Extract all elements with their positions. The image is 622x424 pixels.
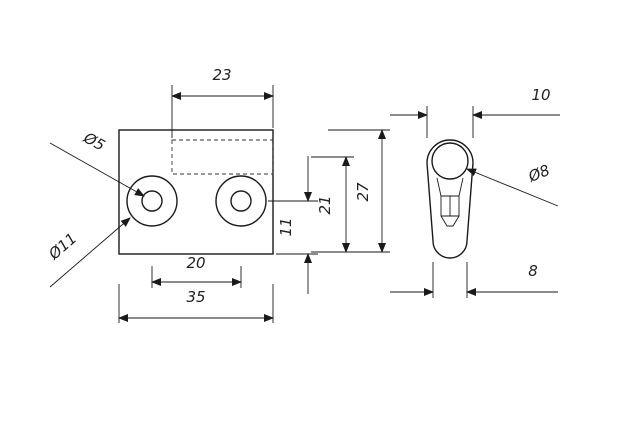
dim-label-side-hole-diameter: Ø8 (525, 161, 552, 186)
dim-label-side-bottom-width: 8 (528, 262, 538, 280)
left-boss (126, 175, 178, 227)
dim-label-overall-width: 35 (186, 288, 205, 306)
dim-height-overall: 27 (328, 129, 390, 253)
front-body-outline (118, 129, 274, 255)
dim-label-height-small: 11 (277, 217, 295, 236)
dim-overall-width: 35 (118, 284, 274, 323)
dim-side-hole-diameter: Ø8 (466, 161, 559, 207)
dim-height-small: 11 (268, 156, 318, 294)
side-view (426, 139, 474, 259)
dim-side-bottom-width: 8 (390, 262, 558, 298)
front-view (118, 129, 274, 255)
dim-label-hole-diameter: Ø5 (80, 128, 108, 155)
dim-side-top-width: 10 (390, 86, 560, 138)
dim-top-width: 23 (171, 66, 274, 138)
dim-label-top-width: 23 (212, 66, 231, 84)
side-inner-feature (436, 177, 464, 227)
right-hole (230, 190, 252, 212)
right-boss (215, 175, 267, 227)
left-hole (141, 190, 163, 212)
dim-label-height-overall: 27 (354, 182, 372, 202)
hidden-slot (171, 139, 274, 175)
dim-label-height-mid: 21 (316, 195, 334, 214)
dim-hole-spacing: 20 (151, 254, 242, 288)
dim-boss-diameter: Ø11 (44, 217, 131, 288)
dim-hole-diameter: Ø5 (49, 128, 145, 197)
side-hole (431, 142, 469, 180)
dim-label-hole-spacing: 20 (186, 254, 205, 272)
dim-label-boss-diameter: Ø11 (44, 229, 80, 264)
side-profile-outline (426, 139, 474, 259)
dim-label-side-top-width: 10 (531, 86, 550, 104)
dim-height-mid: 21 (311, 156, 354, 253)
